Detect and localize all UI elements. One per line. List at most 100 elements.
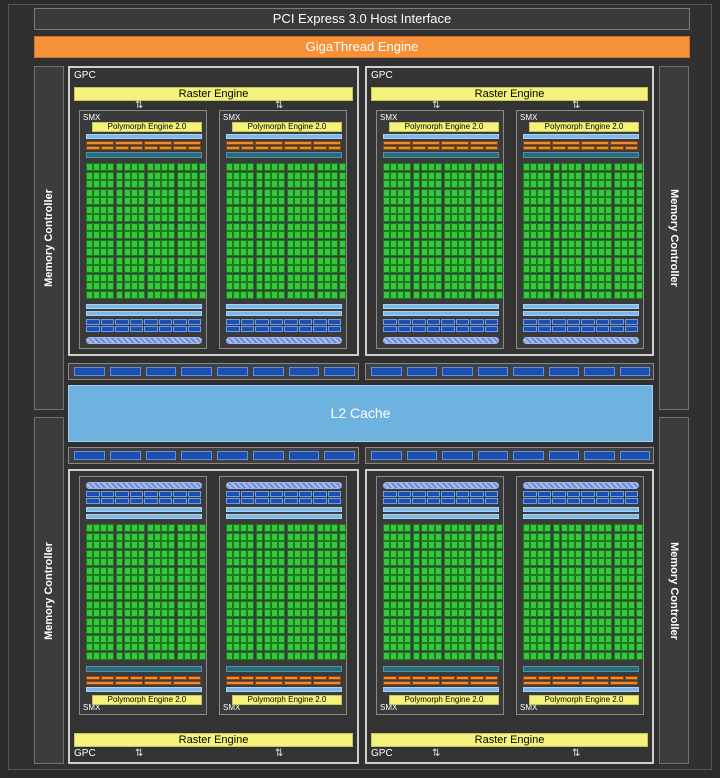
cuda-core xyxy=(308,541,316,549)
cuda-core xyxy=(301,265,308,273)
cuda-core xyxy=(93,282,101,290)
shared-memory xyxy=(523,514,639,519)
cuda-core xyxy=(198,609,206,617)
cuda-core xyxy=(488,558,496,566)
row-segment xyxy=(115,491,129,497)
cuda-core xyxy=(161,600,168,609)
cuda-core xyxy=(583,609,591,617)
cuda-core xyxy=(331,626,339,634)
cuda-core xyxy=(116,558,124,566)
cuda-core xyxy=(100,575,108,583)
cuda-core xyxy=(270,600,278,609)
cuda-core xyxy=(553,197,561,205)
cuda-core xyxy=(191,163,199,171)
cuda-core xyxy=(621,566,629,575)
bidirectional-arrow-icon: ⇅ xyxy=(572,748,580,759)
cuda-core xyxy=(553,273,561,282)
polymorph-engine: Polymorph Engine 2.0 xyxy=(92,695,202,705)
cuda-core xyxy=(413,626,421,634)
cuda-core xyxy=(614,609,622,617)
cuda-core xyxy=(383,282,390,290)
cuda-core xyxy=(177,583,185,592)
row-segment xyxy=(115,676,129,680)
cuda-core xyxy=(146,290,154,299)
cuda-core xyxy=(390,273,398,282)
row-segment xyxy=(470,491,484,497)
cuda-core xyxy=(574,592,582,600)
cuda-core xyxy=(383,239,390,248)
cuda-core xyxy=(383,205,390,214)
cuda-core xyxy=(153,222,161,231)
cuda-core xyxy=(146,171,154,180)
dispatch-row xyxy=(523,676,639,680)
row-segment xyxy=(129,491,143,497)
crossbar-slot xyxy=(217,451,248,460)
row-segment xyxy=(240,491,254,497)
row-segment xyxy=(327,491,341,497)
cuda-core xyxy=(605,273,613,282)
cuda-core xyxy=(383,626,390,634)
cuda-core xyxy=(590,273,598,282)
cuda-core xyxy=(146,282,154,290)
raster-engine: Raster Engine xyxy=(74,87,353,101)
cuda-core xyxy=(614,592,622,600)
cuda-core xyxy=(481,239,489,248)
cuda-core xyxy=(240,163,248,171)
cuda-core xyxy=(614,290,622,299)
cuda-core xyxy=(86,239,93,248)
row-segment xyxy=(86,681,114,685)
texture-cache xyxy=(383,337,499,344)
cuda-core xyxy=(153,634,161,643)
cuda-core xyxy=(293,273,301,282)
cuda-core xyxy=(434,651,442,660)
cuda-core xyxy=(560,626,568,634)
cuda-core xyxy=(107,643,115,651)
cuda-core xyxy=(404,558,412,566)
cuda-core xyxy=(413,171,421,180)
cuda-core xyxy=(605,609,613,617)
cuda-core xyxy=(465,524,473,532)
cuda-core xyxy=(450,205,458,214)
cuda-core xyxy=(107,231,115,239)
cuda-core xyxy=(191,609,199,617)
cuda-core xyxy=(256,197,264,205)
cuda-core xyxy=(488,592,496,600)
cuda-core xyxy=(443,163,451,171)
cuda-core xyxy=(488,541,496,549)
cuda-core xyxy=(226,541,233,549)
cuda-core xyxy=(397,163,405,171)
cuda-core xyxy=(107,532,115,541)
row-segment xyxy=(173,319,187,325)
cuda-core xyxy=(383,634,390,643)
row-segment xyxy=(115,146,129,150)
cuda-core xyxy=(308,265,316,273)
cuda-core xyxy=(537,171,545,180)
cuda-core xyxy=(450,617,458,626)
cuda-core xyxy=(184,549,192,558)
dispatch-row xyxy=(383,146,499,150)
row-segment xyxy=(624,676,638,680)
cuda-core xyxy=(86,180,93,188)
cuda-core xyxy=(635,566,643,575)
cuda-core xyxy=(308,634,316,643)
cuda-core xyxy=(161,558,168,566)
cuda-core xyxy=(434,163,442,171)
cuda-core xyxy=(308,239,316,248)
cuda-core xyxy=(116,549,124,558)
cuda-core xyxy=(628,239,636,248)
cuda-core xyxy=(560,583,568,592)
cuda-core xyxy=(317,558,325,566)
cuda-core xyxy=(605,575,613,583)
cuda-core xyxy=(301,197,308,205)
cuda-core xyxy=(495,290,503,299)
l1-cache xyxy=(226,507,342,512)
dispatch-row xyxy=(86,676,202,680)
l1-cache xyxy=(383,311,499,316)
dispatch-row xyxy=(226,676,342,680)
cuda-core xyxy=(270,575,278,583)
cuda-core xyxy=(256,626,264,634)
row-segment xyxy=(412,491,426,497)
cuda-core xyxy=(301,558,308,566)
cuda-core xyxy=(130,609,138,617)
cuda-core xyxy=(390,265,398,273)
